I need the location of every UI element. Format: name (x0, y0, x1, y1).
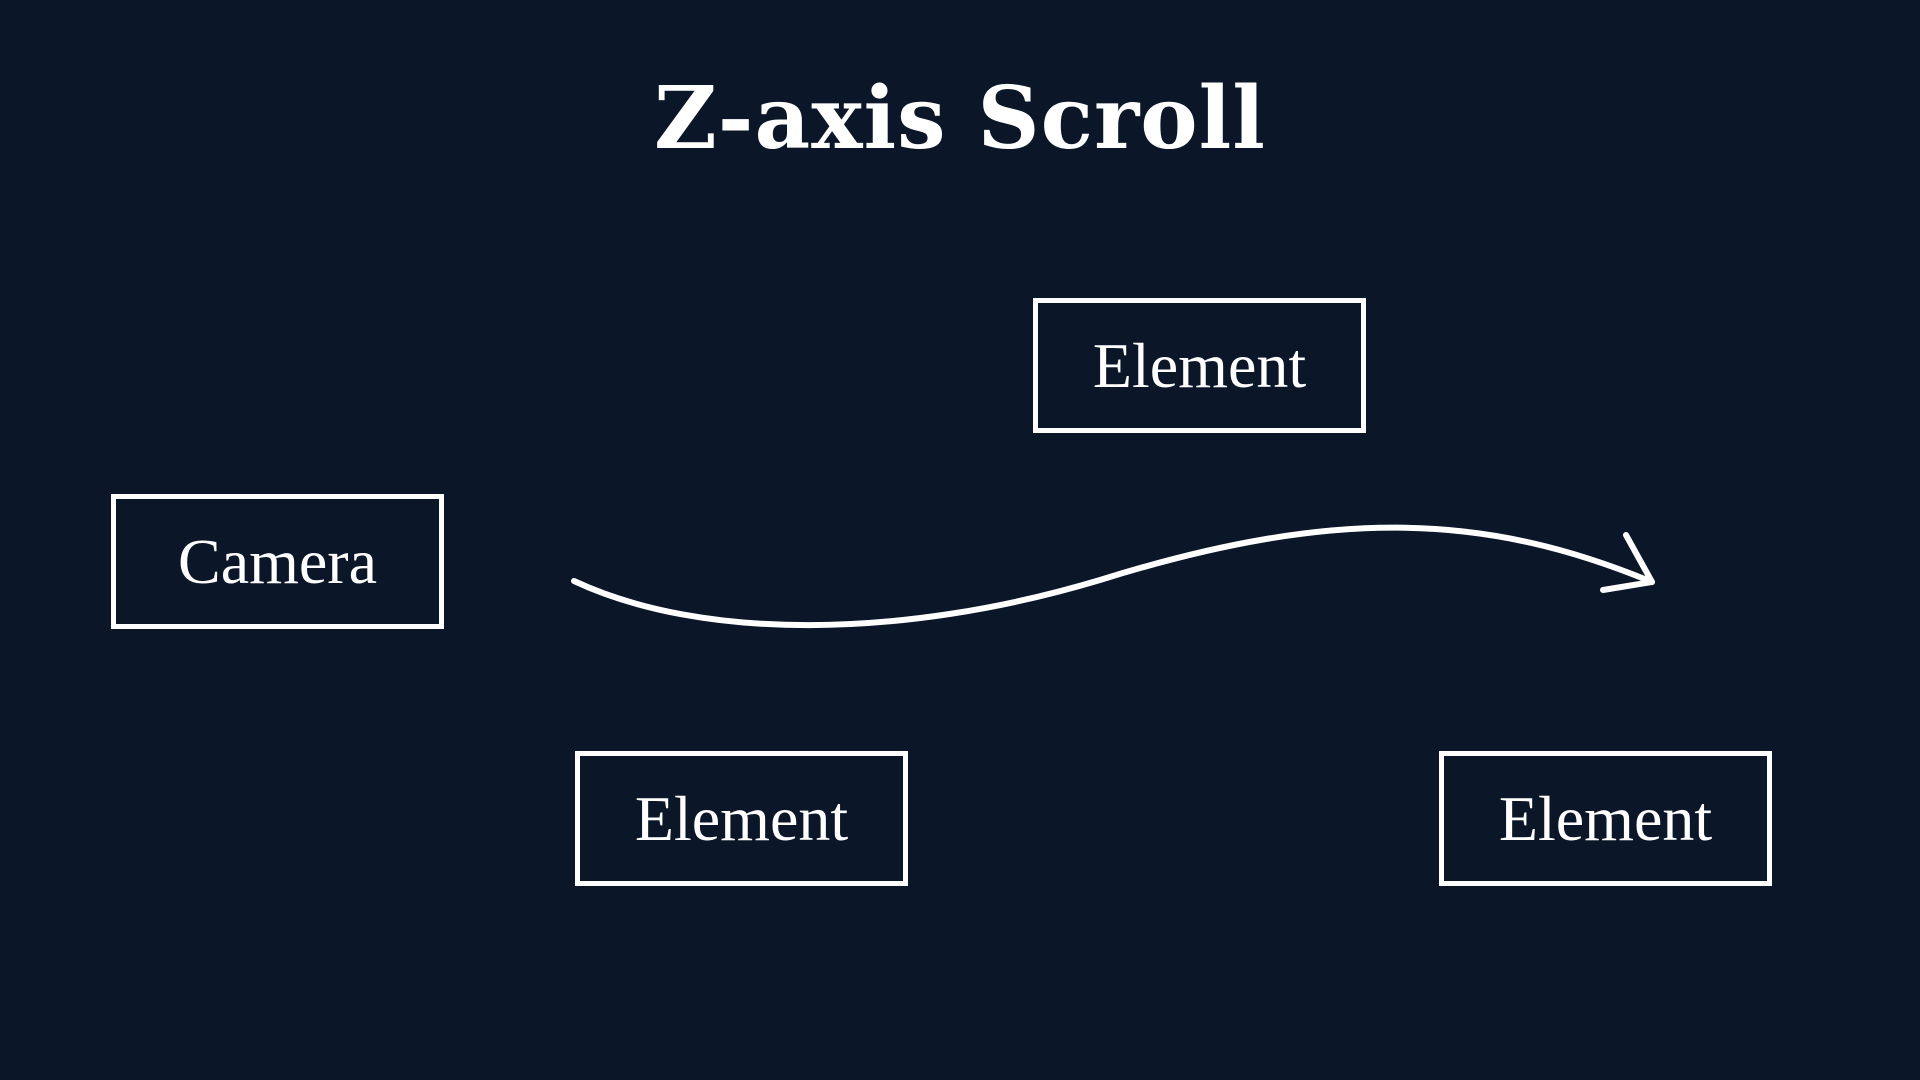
camera-node: Camera (111, 494, 444, 629)
camera-node-label: Camera (178, 525, 377, 597)
element-node-left-label: Element (634, 782, 849, 854)
element-node-left: Element (575, 751, 908, 886)
element-node-top-label: Element (1092, 329, 1307, 401)
element-node-right: Element (1439, 751, 1772, 886)
diagram-title: Z-axis Scroll (654, 68, 1266, 169)
arrow-head-icon (1600, 532, 1655, 593)
element-node-right-label: Element (1498, 782, 1713, 854)
curved-arrow-path (571, 524, 1655, 629)
element-node-top: Element (1033, 298, 1366, 433)
